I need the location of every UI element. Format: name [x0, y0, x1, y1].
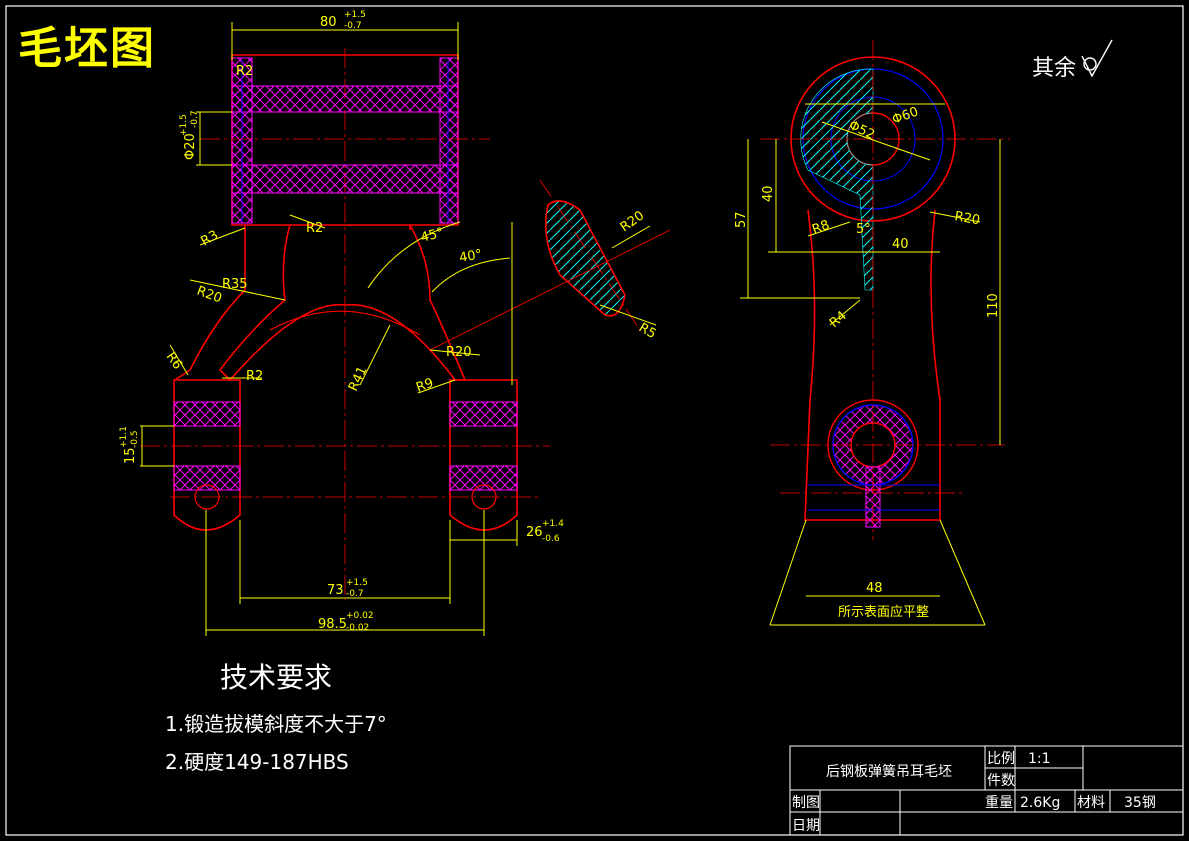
svg-text:+0.02: +0.02 — [346, 611, 374, 621]
scale-label: 比例 — [987, 751, 1015, 767]
dim-top-width: 80 — [320, 15, 337, 30]
side-section-hatch — [800, 68, 874, 291]
radius-label: R2 — [246, 369, 263, 384]
body-outline — [174, 224, 467, 382]
radius-label: R9 — [414, 376, 435, 396]
top-hatch-right — [439, 57, 459, 224]
dim-bore-dia: Φ20 — [183, 133, 198, 160]
svg-text:Φ60: Φ60 — [890, 105, 920, 128]
svg-text:5°: 5° — [856, 222, 871, 237]
drawn-label: 制图 — [792, 795, 820, 811]
roughness-symbol — [1081, 39, 1113, 78]
radius-label: R20 — [618, 208, 648, 235]
svg-text:+1.5: +1.5 — [344, 10, 366, 20]
top-hatch-2 — [231, 164, 459, 194]
svg-text:-0.7: -0.7 — [346, 589, 364, 599]
side-view — [760, 40, 1010, 540]
left-boss-hatch-2 — [173, 465, 241, 491]
radius-label: R20 — [446, 345, 472, 360]
right-boss-hatch-1 — [449, 401, 518, 427]
date-label: 日期 — [792, 818, 820, 834]
front-view — [140, 48, 671, 600]
radius-label: R2 — [236, 64, 253, 79]
svg-text:40: 40 — [761, 185, 776, 202]
right-boss-hatch-2 — [449, 465, 518, 491]
svg-text:-0.7: -0.7 — [190, 110, 200, 128]
part-name: 后钢板弹簧吊耳毛坯 — [826, 764, 952, 780]
svg-text:48: 48 — [866, 581, 883, 596]
svg-text:+1.4: +1.4 — [542, 519, 564, 529]
technical-requirement-item: 1.锻造拔模斜度不大于7° — [165, 712, 387, 736]
svg-text:-0.5: -0.5 — [130, 430, 140, 448]
qty-label: 件数 — [987, 773, 1015, 789]
side-view-dimensions — [740, 103, 1001, 626]
radius-label: R41 — [346, 364, 370, 394]
left-boss-hatch-1 — [173, 401, 241, 427]
angle-label: 45° — [419, 225, 445, 245]
svg-text:-0.6: -0.6 — [542, 534, 560, 544]
dim-outer-width: 98.5 — [318, 617, 347, 632]
radius-label: R5 — [636, 320, 658, 342]
scale-value: 1:1 — [1028, 751, 1051, 767]
svg-text:R20: R20 — [953, 209, 981, 228]
left-boss-outline — [173, 379, 241, 531]
svg-text:57: 57 — [734, 211, 749, 228]
technical-requirements-title: 技术要求 — [220, 661, 333, 694]
sheet-title: 毛坯图 — [18, 23, 156, 74]
material-label: 材料 — [1077, 795, 1105, 811]
technical-requirement-item: 2.硬度149-187HBS — [165, 750, 349, 774]
dim-inner-width: 73 — [327, 583, 344, 598]
weight-label: 重量 — [985, 795, 1013, 811]
svg-text:+1.5: +1.5 — [179, 114, 189, 136]
weight-value: 2.6Kg — [1020, 795, 1060, 811]
radius-label: R2 — [306, 221, 323, 236]
radius-label: R6 — [163, 350, 185, 373]
drawing-frame — [5, 5, 1184, 836]
front-view-dimensions — [140, 22, 657, 636]
dim-lug-width: 26 — [526, 525, 543, 540]
flat-surface-note: 所示表面应平整 — [838, 604, 929, 620]
dim-lower-height: 15 — [123, 447, 138, 464]
radius-label: R20 — [195, 284, 224, 307]
svg-text:+1.1: +1.1 — [119, 426, 129, 448]
svg-text:-0.02: -0.02 — [346, 623, 369, 633]
radius-label: R3 — [199, 228, 221, 250]
right-boss-outline — [449, 379, 518, 531]
material-value: 35钢 — [1124, 795, 1156, 811]
svg-text:+1.5: +1.5 — [346, 578, 368, 588]
angle-label: 40° — [458, 247, 483, 266]
rib-section — [544, 200, 626, 317]
top-hatch-1 — [231, 85, 459, 113]
radius-label: R35 — [222, 277, 248, 292]
title-block-text: 后钢板弹簧吊耳毛坯 比例 1:1 件数 制图 日期 重量 2.6Kg 材料 35… — [792, 751, 1156, 834]
title-block — [789, 745, 1184, 836]
svg-text:110: 110 — [986, 293, 1001, 318]
svg-text:40: 40 — [892, 237, 909, 252]
svg-text:R8: R8 — [810, 218, 831, 238]
svg-text:-0.7: -0.7 — [344, 21, 362, 31]
roughness-note: 其余 — [1032, 56, 1077, 81]
